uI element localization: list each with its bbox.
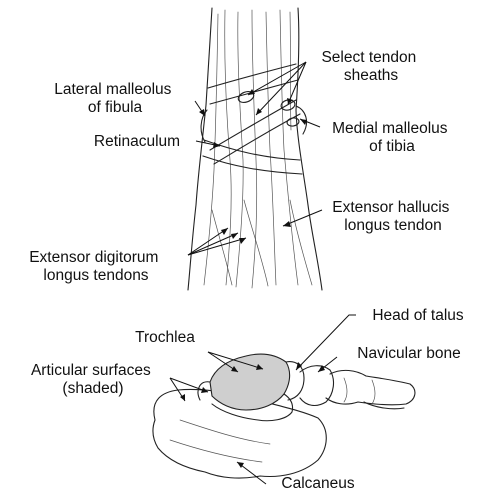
label-trochlea: Trochlea	[135, 329, 195, 346]
label-head-of-talus: Head of talus	[372, 307, 464, 324]
label-navicular-bone: Navicular bone	[357, 345, 460, 362]
label-retinaculum: Retinaculum	[94, 133, 180, 150]
label-select-tendon-sheaths: Select tendon sheaths	[321, 49, 420, 84]
label-extensor-hallucis: Extensor hallucis longus tendon	[332, 199, 453, 234]
label-medial-malleolus: Medial malleolus of tibia	[332, 120, 452, 155]
ankle-illustration	[188, 8, 322, 290]
bones-illustration	[153, 354, 415, 478]
label-lateral-malleolus: Lateral malleolus of fibula	[54, 81, 176, 116]
label-extensor-digitorum: Extensor digitorum longus tendons	[29, 249, 163, 284]
label-calcaneus: Calcaneus	[281, 475, 354, 492]
label-articular-surfaces: Articular surfaces (shaded)	[31, 362, 155, 397]
